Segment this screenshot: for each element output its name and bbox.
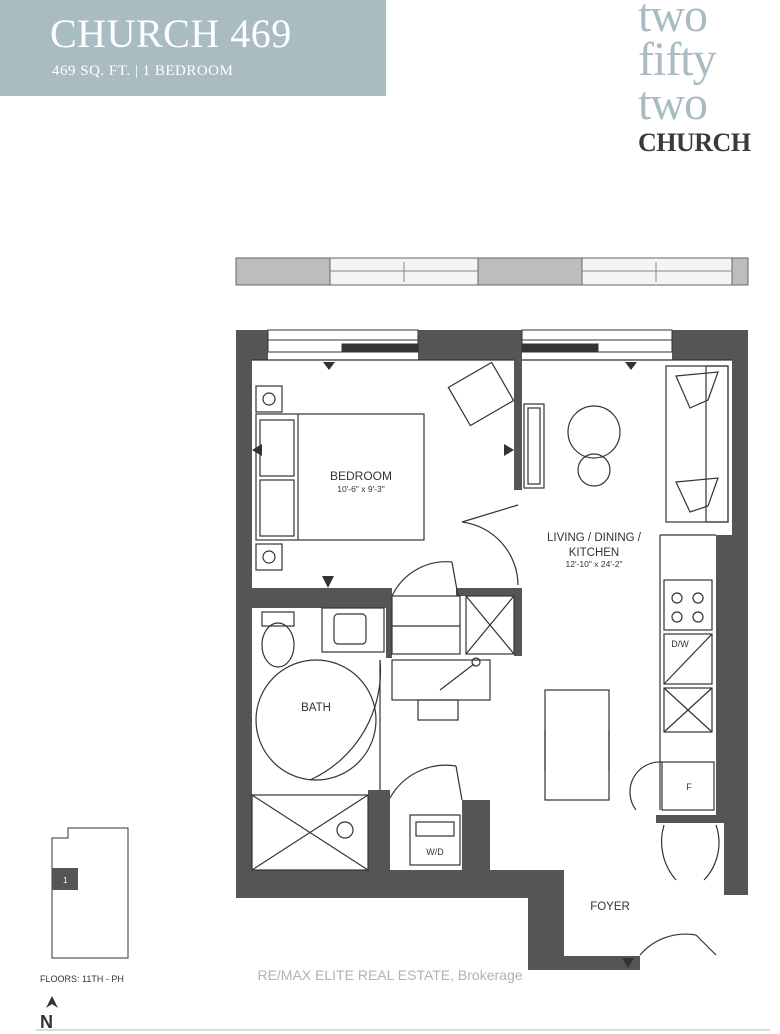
north-label: N: [40, 1012, 53, 1032]
walls: [236, 330, 748, 970]
windows: [267, 329, 673, 353]
arrows: [252, 362, 637, 968]
key-plan: [51, 827, 129, 959]
header-banner: CHURCH 469 469 SQ. FT. | 1 BEDROOM: [0, 0, 386, 96]
bedroom-dims: 10'-6" x 9'-3": [337, 484, 385, 494]
living-label-line2: KITCHEN: [569, 547, 619, 559]
bath-label: BATH: [301, 702, 331, 714]
key-plan-unit-marker: 1: [63, 876, 68, 885]
logo-line-2: fifty: [638, 33, 717, 86]
dishwasher-label: D/W: [671, 639, 689, 649]
brokerage-watermark: RE/MAX ELITE REAL ESTATE, Brokerage: [257, 967, 522, 983]
logo-line-4: CHURCH: [638, 128, 751, 157]
logo-line-3: two: [638, 77, 708, 130]
north-arrow-icon: [46, 996, 58, 1008]
interior-lines: [251, 359, 732, 956]
elevation-strip: [235, 257, 749, 286]
living-label-line1: LIVING / DINING /: [547, 532, 642, 544]
fridge-label: F: [686, 782, 692, 792]
logo-line-1: two: [638, 0, 708, 42]
bedroom-label: BEDROOM: [330, 469, 392, 483]
floors-label: FLOORS: 11TH - PH: [40, 974, 124, 984]
unit-details: 469 SQ. FT. | 1 BEDROOM: [52, 63, 234, 79]
foyer-label: FOYER: [590, 901, 630, 913]
unit-title: CHURCH 469: [50, 11, 292, 56]
washer-dryer-label: W/D: [426, 847, 444, 857]
living-dims: 12'-10" x 24'-2": [565, 559, 622, 569]
brand-logo: two fifty two CHURCH: [638, 0, 768, 158]
